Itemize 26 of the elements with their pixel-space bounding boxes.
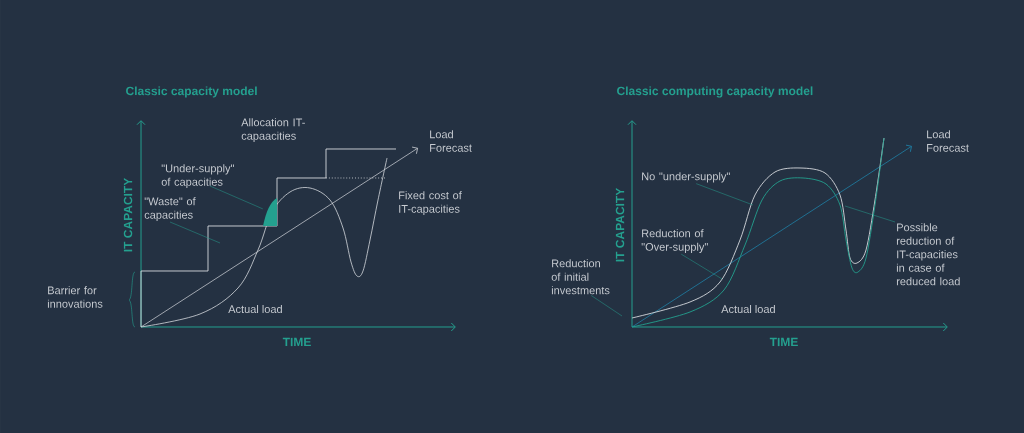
annotation: Load Forecast <box>430 130 472 152</box>
leader-line <box>169 221 221 244</box>
leader-line <box>590 295 623 317</box>
axis-label: IT CAPACITY <box>123 177 133 252</box>
callout-text: Reduction of initial investments <box>551 259 610 295</box>
annotation: Fixed cost of IT-capacities <box>399 191 462 215</box>
callout-text: "Waste" of capacities <box>144 197 196 221</box>
leader-line <box>680 253 723 280</box>
curve-label: Actual load <box>721 304 775 314</box>
leader-line <box>695 183 754 206</box>
axis-label: TIME <box>769 337 798 347</box>
axis-label: IT CAPACITY <box>615 187 625 262</box>
annotation: Load Forecast <box>927 130 969 152</box>
callout-text: "Under-supply" of capacities <box>161 164 234 188</box>
annotation: Barrier for innovations <box>47 286 103 308</box>
shaded-area <box>263 198 277 226</box>
callout-text: No "under-supply" <box>642 172 730 183</box>
leader-line <box>844 205 896 223</box>
curve-label: Actual load <box>228 304 282 314</box>
chart-title: Classic computing capacity model <box>617 86 813 98</box>
annotation: Allocation IT-capaacities <box>241 118 305 142</box>
callout-text: Possible reduction of IT-capacities in case of reduced load <box>896 223 960 286</box>
axis-label: TIME <box>282 337 311 347</box>
chart-title: Classic capacity model <box>126 86 257 98</box>
leader-line <box>209 185 264 210</box>
callout-text: Reduction of "Over-supply" <box>641 229 708 253</box>
